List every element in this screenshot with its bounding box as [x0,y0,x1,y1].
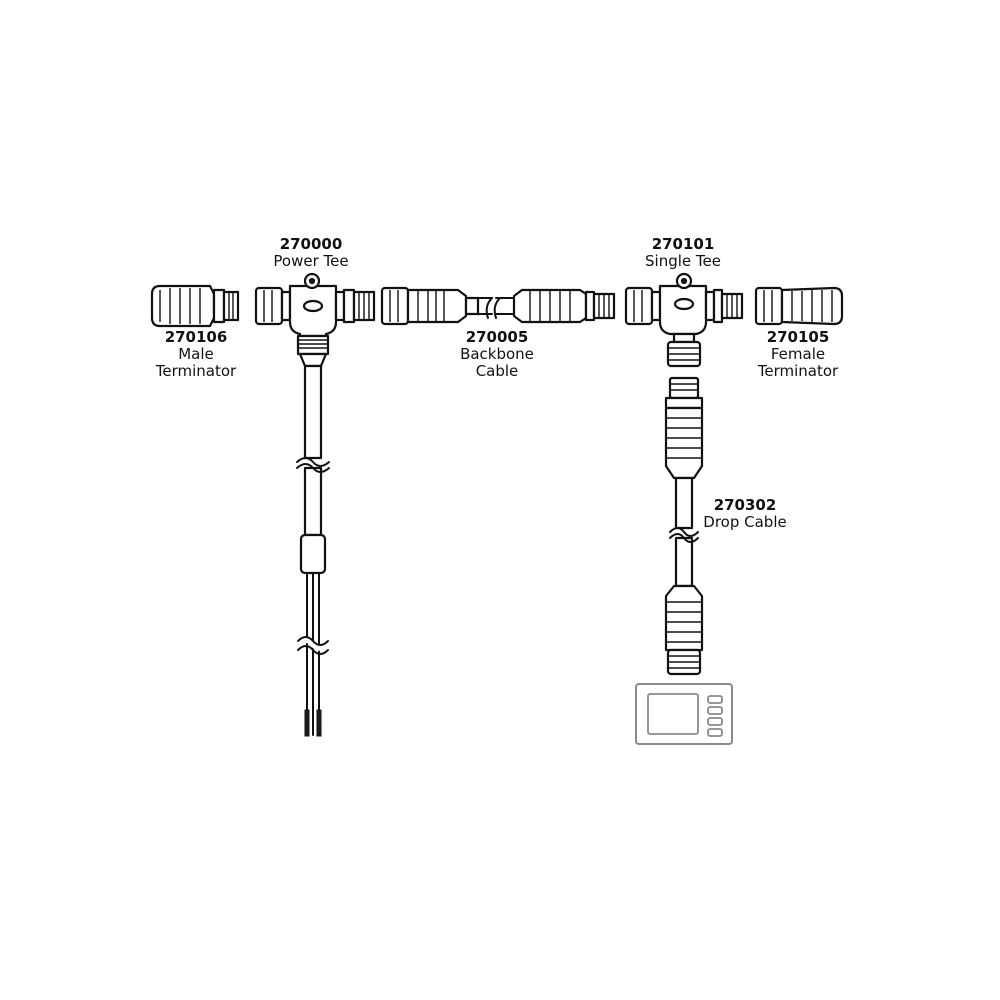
male-terminator-name-line2: Terminator [155,362,237,380]
drop-cable-part-number: 270302 [713,496,777,514]
single-tee-part-number: 270101 [651,235,715,253]
single-tee-name: Single Tee [645,252,721,270]
power-tee-name: Power Tee [273,252,349,270]
backbone-cable-name-line2: Cable [475,362,519,380]
male-terminator-label: 270106 Male Terminator [106,329,286,380]
female-terminator-name-line1: Female [770,345,826,363]
backbone-cable-name-line1: Backbone [460,345,534,363]
male-terminator-name-line1: Male [178,345,214,363]
female-terminator-label: 270105 Female Terminator [708,329,888,380]
backbone-cable-icon [380,286,616,326]
backbone-cable-label: 270005 Backbone Cable [407,329,587,380]
single-tee-icon [624,272,744,368]
female-terminator-name-line2: Terminator [757,362,839,380]
male-terminator-icon [150,284,240,328]
male-terminator-part-number: 270106 [164,328,228,346]
drop-cable-icon [664,376,704,676]
drop-cable-label: 270302 Drop Cable [655,497,835,531]
female-terminator-part-number: 270105 [766,328,830,346]
single-tee-label: 270101 Single Tee [593,236,773,270]
power-tee-label: 270000 Power Tee [221,236,401,270]
power-lead-icon [295,364,331,737]
power-tee-part-number: 270000 [279,235,343,253]
female-terminator-icon [754,286,844,326]
display-unit-icon [635,683,733,745]
drop-cable-name: Drop Cable [703,513,787,531]
backbone-cable-part-number: 270005 [465,328,529,346]
power-tee-icon [254,272,376,368]
